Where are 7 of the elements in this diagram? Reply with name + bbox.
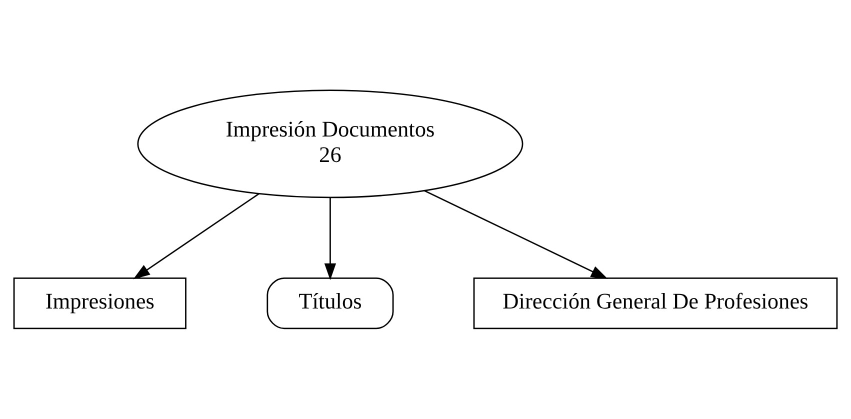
node-box: Impresiones — [13, 277, 186, 330]
arrow — [133, 192, 260, 280]
arrow — [424, 190, 608, 279]
arrow — [324, 197, 336, 280]
node-box: Títulos — [266, 277, 394, 330]
node-box: Dirección General De Profesiones — [473, 277, 838, 330]
node-ellipse: Impresión Documentos 26 — [137, 90, 524, 198]
